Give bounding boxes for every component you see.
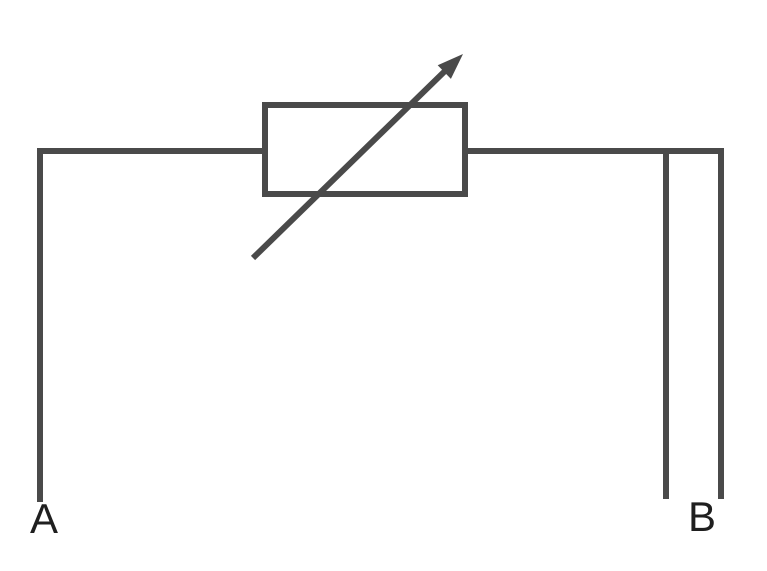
variable-arrow-shaft — [250, 68, 448, 261]
terminal-label-a: A — [30, 495, 58, 542]
terminal-label-b: B — [688, 493, 716, 540]
variable-arrow-head-icon — [437, 54, 463, 79]
wire-left-terminal — [37, 148, 265, 502]
wire-right-outer — [465, 148, 724, 499]
